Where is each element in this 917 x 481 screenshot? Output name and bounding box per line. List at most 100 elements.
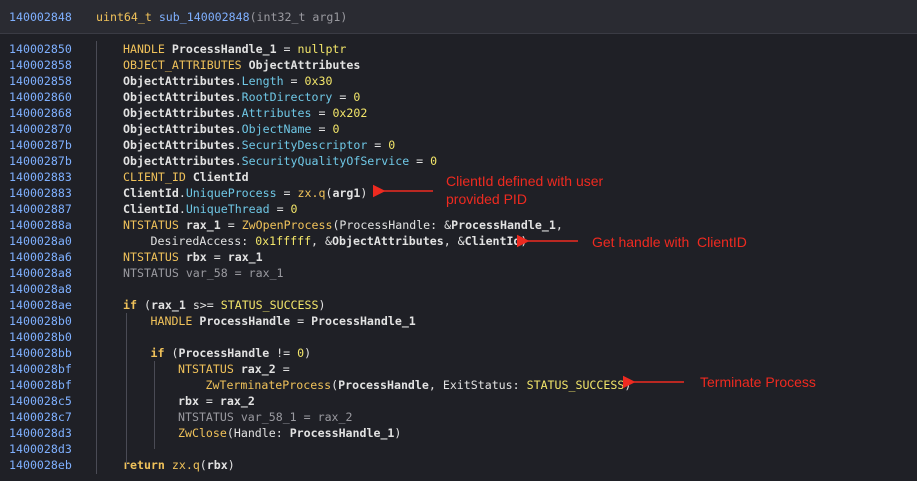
- code-token: ): [304, 346, 312, 360]
- code-line[interactable]: 14000287b ObjectAttributes.SecurityQualit…: [0, 153, 917, 169]
- line-code[interactable]: return zx.q(rbx): [123, 457, 235, 473]
- code-line[interactable]: 1400028a0 DesiredAccess: 0x1fffff, &Objec…: [0, 233, 917, 249]
- function-name[interactable]: sub_140002848: [158, 10, 250, 24]
- code-token: .: [234, 74, 242, 88]
- line-address[interactable]: 140002887: [9, 202, 72, 216]
- code-token: rax_1: [150, 298, 186, 312]
- code-line[interactable]: 140002860 ObjectAttributes.RootDirectory …: [0, 89, 917, 105]
- line-code[interactable]: ClientId.UniqueThread = 0: [123, 201, 298, 217]
- code-token: , ExitStatus:: [428, 378, 527, 392]
- code-line[interactable]: 140002870 ObjectAttributes.ObjectName = 0: [0, 121, 917, 137]
- line-code[interactable]: ObjectAttributes.Attributes = 0x202: [123, 105, 367, 121]
- code-line[interactable]: 140002887 ClientId.UniqueThread = 0: [0, 201, 917, 217]
- code-line[interactable]: 1400028c7 NTSTATUS var_58_1 = rax_2: [0, 409, 917, 425]
- line-code[interactable]: ZwTerminateProcess(ProcessHandle, ExitSt…: [206, 377, 632, 393]
- code-line[interactable]: 1400028b0 HANDLE ProcessHandle = ProcessH…: [0, 313, 917, 329]
- code-token: 0x202: [332, 106, 368, 120]
- code-body: 140002850 HANDLE ProcessHandle_1 = nullpt…: [0, 41, 917, 473]
- code-token: RootDirectory: [241, 90, 333, 104]
- code-line[interactable]: 140002883 ClientId.UniqueProcess = zx.q(a…: [0, 185, 917, 201]
- code-token: 0: [332, 122, 340, 136]
- code-token: =: [311, 122, 333, 136]
- line-address[interactable]: 1400028a8: [9, 282, 72, 296]
- line-code[interactable]: if (ProcessHandle != 0): [151, 345, 312, 361]
- line-address[interactable]: 1400028d3: [9, 426, 72, 440]
- line-address[interactable]: 1400028bf: [9, 378, 72, 392]
- line-address[interactable]: 1400028bf: [9, 362, 72, 376]
- line-code[interactable]: ObjectAttributes.SecurityDescriptor = 0: [123, 137, 395, 153]
- line-address[interactable]: 1400028a8: [9, 266, 72, 280]
- line-code[interactable]: NTSTATUS var_58 = rax_1: [123, 265, 284, 281]
- code-line[interactable]: 1400028b0: [0, 329, 917, 345]
- line-code[interactable]: NTSTATUS rax_1 = ZwOpenProcess(ProcessHa…: [123, 217, 563, 233]
- code-token: ProcessHandle_1: [289, 426, 395, 440]
- code-token: ProcessHandle_1: [451, 218, 556, 232]
- code-line[interactable]: 140002858 ObjectAttributes.Length = 0x30: [0, 73, 917, 89]
- code-line[interactable]: 1400028a6 NTSTATUS rbx = rax_1: [0, 249, 917, 265]
- line-code[interactable]: NTSTATUS rbx = rax_1: [123, 249, 263, 265]
- code-line[interactable]: 1400028bf ZwTerminateProcess(ProcessHandl…: [0, 377, 917, 393]
- line-code[interactable]: if (rax_1 s>= STATUS_SUCCESS): [123, 297, 325, 313]
- function-signature[interactable]: uint64_t sub_140002848(int32_t arg1): [96, 10, 347, 24]
- line-code[interactable]: DesiredAccess: 0x1fffff, &ObjectAttribut…: [151, 233, 528, 249]
- line-address[interactable]: 140002860: [9, 90, 72, 104]
- code-line[interactable]: 140002850 HANDLE ProcessHandle_1 = nullpt…: [0, 41, 917, 57]
- line-address[interactable]: 14000288a: [9, 218, 72, 232]
- code-line[interactable]: 14000287b ObjectAttributes.SecurityDescri…: [0, 137, 917, 153]
- line-code[interactable]: rbx = rax_2: [178, 393, 255, 409]
- line-address[interactable]: 1400028ae: [9, 298, 72, 312]
- line-address[interactable]: 140002868: [9, 106, 72, 120]
- code-line[interactable]: 14000288a NTSTATUS rax_1 = ZwOpenProcess(…: [0, 217, 917, 233]
- line-address[interactable]: 140002870: [9, 122, 72, 136]
- line-address[interactable]: 140002883: [9, 170, 72, 184]
- line-address[interactable]: 1400028c7: [9, 410, 72, 424]
- code-line[interactable]: 1400028a8: [0, 281, 917, 297]
- code-line[interactable]: 1400028ae if (rax_1 s>= STATUS_SUCCESS): [0, 297, 917, 313]
- line-address[interactable]: 1400028a0: [9, 234, 72, 248]
- function-address[interactable]: 140002848: [9, 10, 72, 24]
- line-code[interactable]: NTSTATUS var_58_1 = rax_2: [178, 409, 353, 425]
- line-code[interactable]: ObjectAttributes.RootDirectory = 0: [123, 89, 360, 105]
- line-code[interactable]: ObjectAttributes.Length = 0x30: [123, 73, 332, 89]
- code-line[interactable]: 1400028d3 ZwClose(Handle: ProcessHandle_1…: [0, 425, 917, 441]
- line-code[interactable]: ObjectAttributes.SecurityQualityOfServic…: [123, 153, 437, 169]
- code-line[interactable]: 140002868 ObjectAttributes.Attributes = 0…: [0, 105, 917, 121]
- line-address[interactable]: 14000287b: [9, 138, 72, 152]
- line-address[interactable]: 1400028c5: [9, 394, 72, 408]
- line-code[interactable]: CLIENT_ID ClientId: [123, 169, 249, 185]
- line-address[interactable]: 140002883: [9, 186, 72, 200]
- code-token: (: [331, 378, 339, 392]
- line-code[interactable]: OBJECT_ATTRIBUTES ObjectAttributes: [123, 57, 360, 73]
- code-token: rax_1: [185, 218, 221, 232]
- code-token: ZwTerminateProcess: [205, 378, 332, 392]
- line-address[interactable]: 140002858: [9, 58, 72, 72]
- line-code[interactable]: NTSTATUS rax_2 =: [178, 361, 290, 377]
- line-address[interactable]: 1400028eb: [9, 458, 72, 472]
- line-address[interactable]: 1400028bb: [9, 346, 72, 360]
- code-line[interactable]: 1400028d3: [0, 441, 917, 457]
- code-token: =: [198, 394, 220, 408]
- code-line[interactable]: 1400028bb if (ProcessHandle != 0): [0, 345, 917, 361]
- code-token: ZwOpenProcess: [241, 218, 333, 232]
- line-code[interactable]: ClientId.UniqueProcess = zx.q(arg1): [123, 185, 367, 201]
- line-code[interactable]: HANDLE ProcessHandle_1 = nullptr: [123, 41, 346, 57]
- code-token: return: [123, 458, 172, 472]
- line-code[interactable]: HANDLE ProcessHandle = ProcessHandle_1: [151, 313, 416, 329]
- code-line[interactable]: 140002883 CLIENT_ID ClientId: [0, 169, 917, 185]
- code-line[interactable]: 1400028a8 NTSTATUS var_58 = rax_1: [0, 265, 917, 281]
- line-address[interactable]: 14000287b: [9, 154, 72, 168]
- line-code[interactable]: ObjectAttributes.ObjectName = 0: [123, 121, 339, 137]
- code-line[interactable]: 1400028eb return zx.q(rbx): [0, 457, 917, 473]
- line-address[interactable]: 140002850: [9, 42, 72, 56]
- line-address[interactable]: 1400028d3: [9, 442, 72, 456]
- line-code[interactable]: ZwClose(Handle: ProcessHandle_1): [178, 425, 401, 441]
- line-address[interactable]: 1400028a6: [9, 250, 72, 264]
- line-address[interactable]: 1400028b0: [9, 314, 72, 328]
- line-address[interactable]: 140002858: [9, 74, 72, 88]
- code-token: if: [150, 346, 165, 360]
- line-address[interactable]: 1400028b0: [9, 330, 72, 344]
- code-line[interactable]: 1400028bf NTSTATUS rax_2 =: [0, 361, 917, 377]
- code-line[interactable]: 1400028c5 rbx = rax_2: [0, 393, 917, 409]
- code-line[interactable]: 140002858 OBJECT_ATTRIBUTES ObjectAttribu…: [0, 57, 917, 73]
